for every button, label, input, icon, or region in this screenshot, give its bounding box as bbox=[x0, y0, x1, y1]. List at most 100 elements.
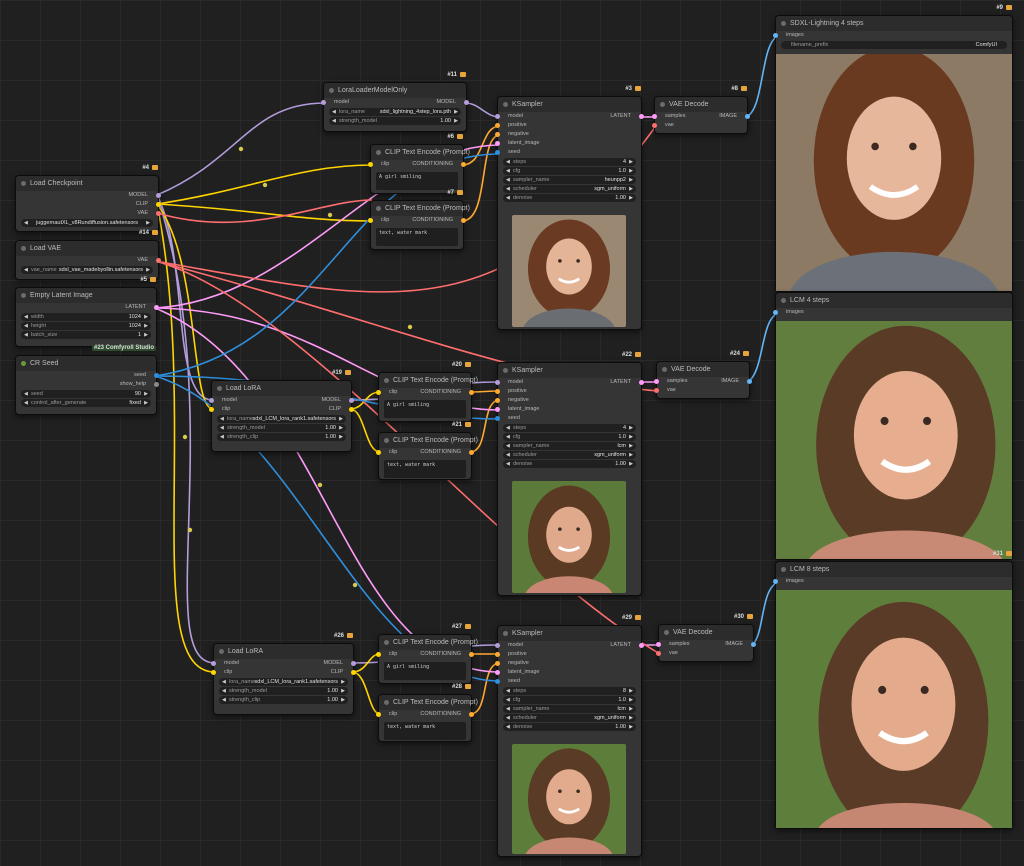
input-port-clip[interactable] bbox=[368, 162, 373, 167]
input-port-images[interactable] bbox=[773, 310, 778, 315]
output-port-clip[interactable] bbox=[156, 202, 161, 207]
arrow-left-icon[interactable]: ◀ bbox=[24, 220, 28, 226]
output-port-image[interactable] bbox=[751, 642, 756, 647]
collapse-dot-icon[interactable] bbox=[21, 293, 26, 298]
arrow-right-icon[interactable]: ▶ bbox=[454, 118, 458, 124]
arrow-right-icon[interactable]: ▶ bbox=[629, 195, 633, 201]
input-port-clip[interactable] bbox=[376, 390, 381, 395]
input-port-seed[interactable] bbox=[495, 150, 500, 155]
input-port-negative[interactable] bbox=[495, 398, 500, 403]
collapse-dot-icon[interactable] bbox=[219, 649, 224, 654]
prompt-textarea[interactable]: text, water mark bbox=[376, 228, 458, 246]
collapse-dot-icon[interactable] bbox=[217, 386, 222, 391]
arrow-left-icon[interactable]: ◀ bbox=[506, 177, 510, 183]
arrow-right-icon[interactable]: ▶ bbox=[629, 186, 633, 192]
input-port-latent-image[interactable] bbox=[495, 670, 500, 675]
node-title[interactable]: KSampler bbox=[498, 97, 641, 112]
arrow-right-icon[interactable]: ▶ bbox=[629, 434, 633, 440]
node-title[interactable]: CLIP Text Encode (Prompt) bbox=[379, 373, 478, 388]
arrow-left-icon[interactable]: ◀ bbox=[506, 706, 510, 712]
node-title[interactable]: LoraLoaderModelOnly bbox=[324, 83, 466, 98]
node-title[interactable]: LCM 4 steps bbox=[776, 293, 1012, 308]
arrow-left-icon[interactable]: ◀ bbox=[506, 452, 510, 458]
output-port-clip[interactable] bbox=[351, 670, 356, 675]
input-port-positive[interactable] bbox=[495, 652, 500, 657]
arrow-left-icon[interactable]: ◀ bbox=[332, 109, 336, 115]
arrow-left-icon[interactable]: ◀ bbox=[332, 118, 336, 124]
node-title[interactable]: CLIP Text Encode (Prompt) bbox=[379, 695, 478, 710]
wire-midpoint[interactable] bbox=[187, 527, 193, 533]
collapse-dot-icon[interactable] bbox=[329, 88, 334, 93]
input-port-clip[interactable] bbox=[209, 407, 214, 412]
node-title[interactable]: CLIP Text Encode (Prompt) bbox=[371, 145, 470, 160]
node-title[interactable]: VAE Decode bbox=[659, 625, 753, 640]
collapse-dot-icon[interactable] bbox=[503, 631, 508, 636]
wire-midpoint[interactable] bbox=[327, 212, 333, 218]
node-title[interactable]: CLIP Text Encode (Prompt) bbox=[379, 433, 478, 448]
arrow-left-icon[interactable]: ◀ bbox=[24, 400, 28, 406]
arrow-right-icon[interactable]: ▶ bbox=[629, 452, 633, 458]
output-port-image[interactable] bbox=[745, 114, 750, 119]
output-image-lcm-8[interactable] bbox=[776, 590, 1012, 828]
input-port-model[interactable] bbox=[209, 398, 214, 403]
wire-midpoint[interactable] bbox=[317, 482, 323, 488]
arrow-right-icon[interactable]: ▶ bbox=[629, 688, 633, 694]
output-port-latent[interactable] bbox=[154, 305, 159, 310]
input-port-vae[interactable] bbox=[652, 123, 657, 128]
output-image-lcm-4[interactable] bbox=[776, 321, 1012, 559]
node-title[interactable]: VAE Decode bbox=[655, 97, 747, 112]
output-port-vae[interactable] bbox=[156, 211, 161, 216]
arrow-right-icon[interactable]: ▶ bbox=[144, 323, 148, 329]
node-title[interactable]: CLIP Text Encode (Prompt) bbox=[379, 635, 478, 650]
collapse-dot-icon[interactable] bbox=[376, 150, 381, 155]
arrow-left-icon[interactable]: ◀ bbox=[506, 697, 510, 703]
node-title[interactable]: CR Seed bbox=[16, 356, 156, 371]
node-load-checkpoint[interactable]: #4 Load Checkpoint MODEL CLIP VAE ◀jugge… bbox=[15, 165, 161, 232]
collapse-dot-icon[interactable] bbox=[503, 102, 508, 107]
node-title[interactable]: CLIP Text Encode (Prompt) bbox=[371, 201, 470, 216]
arrow-right-icon[interactable]: ▶ bbox=[629, 177, 633, 183]
output-port-seed[interactable] bbox=[154, 373, 159, 378]
input-port-samples[interactable] bbox=[656, 642, 661, 647]
input-port-samples[interactable] bbox=[652, 114, 657, 119]
output-port-conditioning[interactable] bbox=[469, 390, 474, 395]
input-port-latent-image[interactable] bbox=[495, 141, 500, 146]
arrow-left-icon[interactable]: ◀ bbox=[220, 425, 224, 431]
output-port-model[interactable] bbox=[464, 100, 469, 105]
input-port-latent-image[interactable] bbox=[495, 407, 500, 412]
input-port-negative[interactable] bbox=[495, 661, 500, 666]
arrow-left-icon[interactable]: ◀ bbox=[506, 434, 510, 440]
collapse-dot-icon[interactable] bbox=[662, 367, 667, 372]
arrow-right-icon[interactable]: ▶ bbox=[629, 724, 633, 730]
prompt-textarea[interactable]: text, water mark bbox=[384, 460, 466, 478]
output-image-lightning[interactable] bbox=[776, 54, 1012, 291]
arrow-right-icon[interactable]: ▶ bbox=[146, 267, 150, 273]
output-port-conditioning[interactable] bbox=[461, 218, 466, 223]
input-port-negative[interactable] bbox=[495, 132, 500, 137]
output-port-vae[interactable] bbox=[156, 258, 161, 263]
arrow-right-icon[interactable]: ▶ bbox=[146, 220, 150, 226]
arrow-right-icon[interactable]: ▶ bbox=[144, 332, 148, 338]
prompt-textarea[interactable]: A girl smiling bbox=[384, 662, 466, 680]
arrow-left-icon[interactable]: ◀ bbox=[24, 332, 28, 338]
output-port-model[interactable] bbox=[351, 661, 356, 666]
node-cr-seed[interactable]: #23 Comfyroll Studio CR Seed seed show_h… bbox=[15, 345, 159, 415]
